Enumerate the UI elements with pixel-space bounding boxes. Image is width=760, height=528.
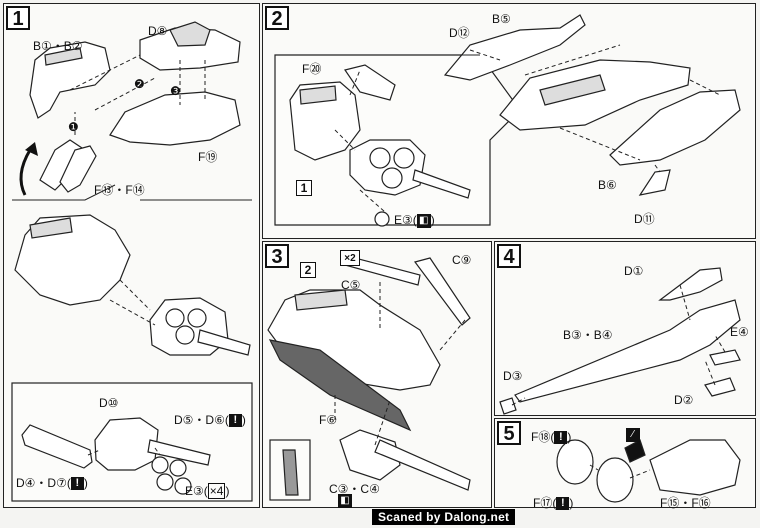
part-label-c3-c4: C③・C④ [329,482,380,496]
part-label-b1-b2: B①・B② [33,39,83,53]
part-label-d1: D① [624,264,644,278]
part-label-d2: D② [674,393,694,407]
sequence-marker-3: ❸ [170,84,181,98]
caution-icon: ! [228,414,242,428]
sequence-marker-1: ❶ [68,120,79,134]
part-label-c9: C⑨ [452,253,472,267]
part-label-d12: D⑫ [449,26,470,40]
scan-credit: Scaned by Dalong.net [372,509,516,525]
step-number-5: 5 [497,421,521,445]
nub-cut-icon: ◧ [416,213,431,228]
step-number-4: 4 [497,244,521,268]
quantity-x4: ×4 [207,483,226,499]
reference-step-2: 2 [300,262,316,278]
part-label-f20: F⑳ [302,62,322,76]
caution-icon: ! [554,431,568,445]
part-label-e3-x4: E③(×4) [185,483,230,499]
nub-cut-icon: ◧ [338,494,352,508]
part-label-d11: D⑪ [634,212,655,226]
part-label-d8: D⑧ [148,24,168,38]
part-label-f17: F⑰(!) [533,496,574,511]
part-label-f13-f14: F⑬・F⑭ [94,183,145,197]
step-number-2: 2 [265,6,289,30]
part-label-d4-d7: D④・D⑦(!) [16,476,88,491]
part-label-d3: D③ [503,369,523,383]
part-label-f6: F⑥ [319,413,338,427]
quantity-x2: ×2 [340,250,360,266]
part-label-e4: E④ [730,325,749,339]
reference-step-1: 1 [296,180,312,196]
caution-icon: ! [556,497,570,511]
part-label-d5-d6: D⑤・D⑥(!) [174,413,246,428]
part-label-e3: E③(◧) [394,213,435,228]
caution-icon: ! [70,477,84,491]
part-label-f15-f16: F⑮・F⑯ [660,496,711,510]
sequence-marker-2: ❷ [134,77,145,91]
step-number-3: 3 [265,244,289,268]
step-number-1: 1 [6,6,30,30]
part-label-c5: C⑤ [341,278,361,292]
part-label-b5: B⑤ [492,12,511,26]
cut-icon: ⁄ [626,428,640,442]
part-label-b3-b4: B③・B④ [563,328,613,342]
part-label-d10: D⑩ [99,396,119,410]
part-label-b6: B⑥ [598,178,617,192]
part-label-f19: F⑲ [198,150,218,164]
part-label-f18: F⑱(!) [531,430,572,445]
